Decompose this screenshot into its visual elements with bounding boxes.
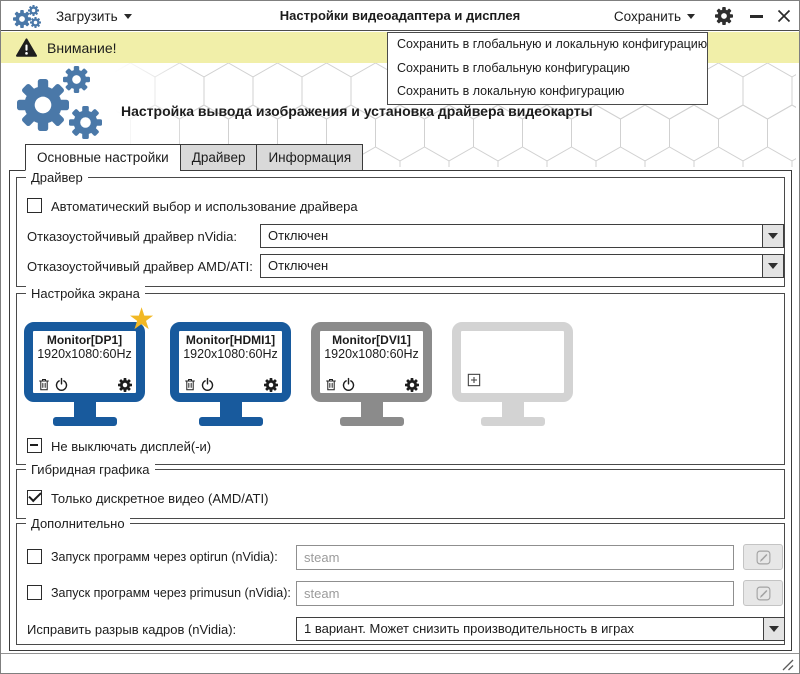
keep-display-on-checkbox[interactable] [27, 438, 42, 453]
save-button[interactable]: Сохранить [614, 1, 695, 31]
power-icon[interactable] [54, 377, 69, 392]
monitor-base [480, 417, 545, 426]
monitor-stand [73, 402, 96, 417]
tear-fix-label: Исправить разрыв кадров (nVidia): [27, 622, 237, 637]
monitor-stand [501, 402, 524, 417]
settings-gear-icon[interactable] [715, 7, 733, 25]
optirun-command-input[interactable] [296, 545, 734, 570]
optirun-checkbox[interactable] [27, 549, 42, 564]
monitor-card-hdmi1[interactable]: Monitor[HDMI1] 1920x1080:60Hz [170, 322, 291, 426]
optirun-label: Запуск программ через optirun (nVidia): [51, 550, 278, 564]
monitor-list: Monitor[DP1] 1920x1080:60Hz [24, 294, 791, 454]
save-dropdown-menu: Сохранить в глобальную и локальную конфи… [387, 32, 708, 105]
monitor-card-dp1[interactable]: Monitor[DP1] 1920x1080:60Hz [24, 322, 145, 426]
monitor-card-dvi1[interactable]: Monitor[DVI1] 1920x1080:60Hz [311, 322, 432, 426]
resize-grip[interactable] [781, 658, 794, 671]
chevron-down-icon [687, 13, 695, 19]
edit-pencil-icon [755, 585, 772, 602]
save-button-label: Сохранить [613, 8, 681, 24]
monitor-base [339, 417, 404, 426]
discrete-only-label: Только дискретное видео (AMD/ATI) [51, 491, 269, 506]
nvidia-failsafe-value: Отключен [268, 228, 329, 243]
tear-fix-select[interactable]: 1 вариант. Может снизить производительно… [296, 617, 785, 641]
group-screen-legend: Настройка экрана [26, 286, 145, 301]
primusun-command-input[interactable] [296, 581, 734, 606]
tab-bar: Основные настройки Драйвер Информация [25, 144, 364, 171]
primary-star-icon [128, 305, 155, 335]
monitor-name: Monitor[DVI1] [332, 333, 411, 347]
add-display-icon[interactable] [466, 372, 482, 388]
page-subtitle: Настройка вывода изображения и установка… [121, 103, 593, 119]
titlebar: Загрузить Настройки видеоадаптера и дисп… [1, 1, 799, 31]
monitor-name: Monitor[HDMI1] [185, 333, 276, 347]
monitor-stand [219, 402, 242, 417]
auto-driver-checkbox[interactable] [27, 198, 42, 213]
combo-arrow-icon[interactable] [762, 225, 783, 247]
nvidia-failsafe-select[interactable]: Отключен [260, 224, 784, 248]
power-icon[interactable] [200, 377, 215, 392]
app-logo-icon [13, 5, 43, 28]
tab-info[interactable]: Информация [256, 144, 364, 171]
monitor-screen [452, 322, 573, 402]
monitor-gear-icon[interactable] [118, 378, 132, 392]
auto-driver-label: Автоматический выбор и использование дра… [51, 199, 358, 214]
combo-arrow-icon[interactable] [762, 255, 783, 277]
group-driver-legend: Драйвер [26, 170, 88, 185]
group-hybrid: Гибридная графика Только дискретное виде… [16, 462, 785, 519]
group-extra: Дополнительно Запуск программ через opti… [16, 516, 785, 645]
menu-item-save-global[interactable]: Сохранить в глобальную конфигурацию [397, 60, 630, 75]
monitor-gear-icon[interactable] [264, 378, 278, 392]
trash-icon[interactable] [183, 377, 197, 392]
amd-failsafe-value: Отключен [268, 258, 329, 273]
load-button[interactable]: Загрузить [56, 1, 132, 31]
monitor-mode: 1920x1080:60Hz [183, 347, 278, 361]
monitor-mode: 1920x1080:60Hz [324, 347, 419, 361]
tab-driver[interactable]: Драйвер [179, 144, 258, 171]
warning-text: Внимание! [47, 39, 117, 56]
monitor-gear-icon[interactable] [405, 378, 419, 392]
chevron-down-icon [123, 13, 132, 19]
monitor-name: Monitor[DP1] [46, 333, 123, 347]
amd-failsafe-select[interactable]: Отключен [260, 254, 784, 278]
main-panel: Драйвер Автоматический выбор и использов… [9, 170, 792, 651]
primusun-checkbox[interactable] [27, 585, 42, 600]
group-driver: Драйвер Автоматический выбор и использов… [16, 170, 785, 287]
edit-pencil-icon [755, 549, 772, 566]
discrete-only-checkbox[interactable] [27, 490, 42, 505]
status-bar [1, 653, 799, 673]
primusun-label: Запуск программ через primusun (nVidia): [51, 586, 291, 600]
monitor-screen: Monitor[DVI1] 1920x1080:60Hz [311, 322, 432, 402]
keep-display-on-label: Не выключать дисплей(-и) [51, 439, 212, 454]
monitor-stand [360, 402, 383, 417]
monitor-base [198, 417, 263, 426]
monitor-screen: Monitor[DP1] 1920x1080:60Hz [24, 322, 145, 402]
menu-item-save-local[interactable]: Сохранить в локальную конфигурацию [397, 84, 625, 98]
app-logo [17, 66, 109, 142]
monitor-card-add[interactable] [452, 322, 573, 426]
minimize-button[interactable] [750, 15, 763, 18]
optirun-edit-button[interactable] [743, 544, 783, 570]
group-hybrid-legend: Гибридная графика [26, 462, 155, 477]
monitor-mode: 1920x1080:60Hz [37, 347, 132, 361]
group-screen: Настройка экрана Monitor[DP1] 1920x1080:… [16, 286, 785, 465]
nvidia-failsafe-label: Отказоустойчивый драйвер nVidia: [27, 229, 237, 244]
tear-fix-value: 1 вариант. Может снизить производительно… [304, 621, 635, 636]
close-button[interactable] [777, 9, 791, 23]
primusun-edit-button[interactable] [743, 580, 783, 606]
trash-icon[interactable] [37, 377, 51, 392]
group-extra-legend: Дополнительно [26, 516, 130, 531]
amd-failsafe-label: Отказоустойчивый драйвер AMD/ATI: [27, 259, 253, 274]
trash-icon[interactable] [324, 377, 338, 392]
menu-item-save-global-local[interactable]: Сохранить в глобальную и локальную конфи… [397, 37, 707, 51]
load-button-label: Загрузить [56, 8, 118, 24]
combo-arrow-icon[interactable] [763, 618, 784, 640]
power-icon[interactable] [341, 377, 356, 392]
monitor-base [52, 417, 117, 426]
warning-icon [15, 37, 38, 59]
monitor-screen: Monitor[HDMI1] 1920x1080:60Hz [170, 322, 291, 402]
tab-main-settings[interactable]: Основные настройки [25, 144, 181, 171]
